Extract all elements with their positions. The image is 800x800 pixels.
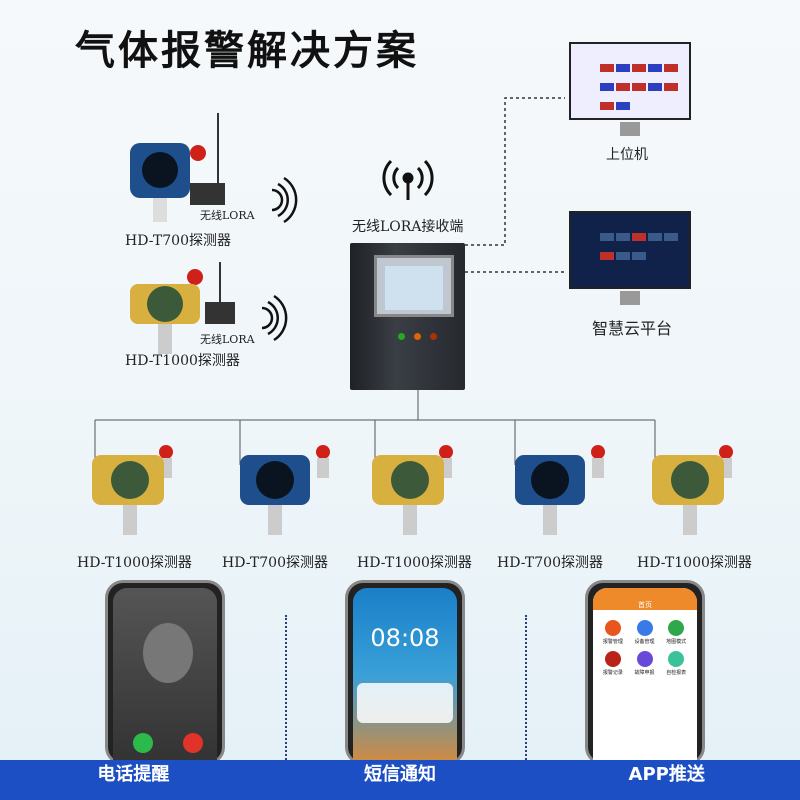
- phone-call: [105, 580, 225, 765]
- divider: [525, 615, 527, 760]
- app-icon: [668, 651, 685, 667]
- app-icon-label: 地图模式: [666, 639, 687, 645]
- lock-time: 08:08: [370, 624, 440, 652]
- phone-sms: 08:08: [345, 580, 465, 765]
- detector-wired: HD-T1000探测器: [637, 440, 752, 572]
- app-icon: [636, 620, 653, 636]
- receiver-label: 无线LORA接收端: [352, 219, 464, 235]
- detector-wired: HD-T700探测器: [222, 440, 335, 572]
- phone-app: 首页 报警管理 设备管理 地图模式报警记录 故障申报 自检报表: [585, 580, 705, 765]
- detector-wired: HD-T1000探测器: [357, 440, 472, 572]
- app-menu-item[interactable]: 设备管理: [629, 620, 661, 645]
- detector-label: HD-T700探测器: [497, 555, 603, 571]
- app-icon: [604, 651, 621, 667]
- detector-wired: HD-T700探测器: [497, 440, 610, 572]
- app-menu-item[interactable]: 报警记录: [597, 651, 629, 676]
- phone-call-label: 电话提醒: [97, 764, 170, 785]
- app-icon-label: 自检报表: [666, 670, 687, 676]
- app-icon: [668, 620, 685, 636]
- lora-label: 无线LORA: [200, 209, 255, 222]
- decline-call-icon: [183, 733, 203, 753]
- lora-receiver-controller: [350, 243, 465, 390]
- app-icon-label: 报警管理: [602, 639, 623, 645]
- wireless-signal-icon: [382, 159, 434, 200]
- app-menu-item[interactable]: 地图模式: [660, 620, 692, 645]
- host-computer-monitor: [565, 38, 695, 138]
- cloud-platform-monitor: [565, 207, 695, 307]
- radio-waves-icon: [261, 176, 298, 342]
- cloud-platform-label: 智慧云平台: [592, 319, 673, 338]
- lora-label: 无线LORA: [200, 333, 255, 346]
- app-icon: [636, 651, 653, 667]
- sms-notification: [357, 683, 453, 723]
- page-title: 气体报警解决方案: [75, 28, 419, 74]
- avatar-icon: [143, 623, 193, 683]
- detector-label: HD-T700探测器: [222, 555, 328, 571]
- detector-label: HD-T700探测器: [125, 233, 231, 249]
- detector-label: HD-T1000探测器: [357, 555, 472, 571]
- app-icon-label: 故障申报: [634, 670, 655, 676]
- app-icon-label: 设备管理: [634, 639, 655, 645]
- app-icon: [604, 620, 621, 636]
- divider: [285, 615, 287, 760]
- app-menu-item[interactable]: 报警管理: [597, 620, 629, 645]
- app-push-label: APP推送: [628, 764, 705, 785]
- sms-label: 短信通知: [364, 764, 436, 785]
- detector-t1000-wireless: [130, 262, 235, 354]
- detector-label: HD-T1000探测器: [125, 353, 240, 369]
- app-header: 首页: [593, 588, 697, 610]
- detector-t700-wireless: [130, 113, 225, 222]
- app-icon-label: 报警记录: [602, 670, 623, 676]
- detector-label: HD-T1000探测器: [637, 555, 752, 571]
- detector-label: HD-T1000探测器: [77, 555, 192, 571]
- answer-call-icon: [133, 733, 153, 753]
- host-computer-label: 上位机: [606, 147, 648, 163]
- detector-wired: HD-T1000探测器: [77, 440, 192, 572]
- app-menu-item[interactable]: 自检报表: [660, 651, 692, 676]
- app-menu-item[interactable]: 故障申报: [629, 651, 661, 676]
- bottom-bar: 电话提醒 短信通知 APP推送: [0, 760, 800, 800]
